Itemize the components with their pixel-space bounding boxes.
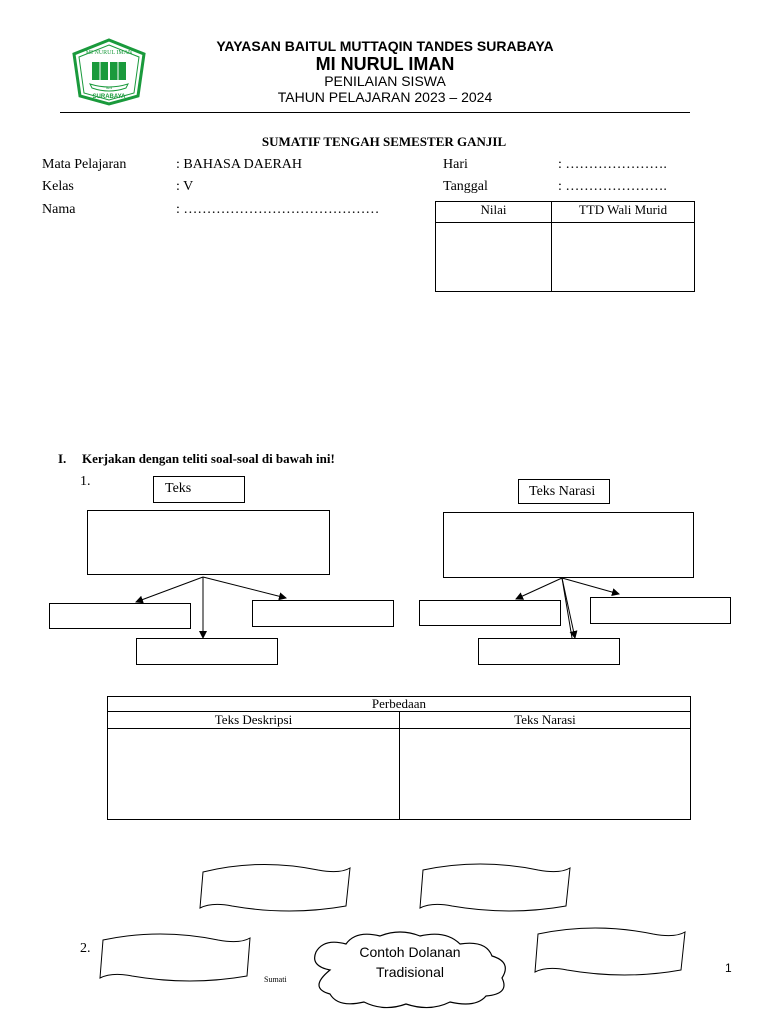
teks-definition-box[interactable] xyxy=(87,510,330,575)
section-numeral: I. xyxy=(58,451,67,466)
teks-label: Teks xyxy=(165,481,192,496)
teks-narasi-definition-box[interactable] xyxy=(443,512,694,578)
banner-3 xyxy=(99,933,251,982)
teks-branch-box-3[interactable] xyxy=(252,600,394,627)
class-value: : V xyxy=(176,179,194,194)
arrow-right-3 xyxy=(561,577,620,596)
arrow-left-1 xyxy=(135,576,204,604)
arrow-right-1 xyxy=(515,577,563,600)
school-name: MI NURUL IMAN xyxy=(315,54,455,74)
exam-title: SUMATIF TENGAH SEMESTER GANJIL xyxy=(261,134,507,149)
narasi-branch-box-3[interactable] xyxy=(590,597,731,624)
school-logo: MI NURUL IMAN Ismi SURABAYA xyxy=(70,38,148,106)
day-field[interactable]: : …………………. xyxy=(558,157,667,172)
cloud-shape xyxy=(314,931,506,1009)
cloud-line-1: Contoh Dolanan xyxy=(359,944,461,960)
banner-4 xyxy=(534,927,686,976)
narasi-answer-cell[interactable] xyxy=(399,728,691,820)
academic-year: TAHUN PELAJARAN 2023 – 2024 xyxy=(277,89,493,105)
question-2-number: 2. xyxy=(80,941,91,956)
col-teks-narasi: Teks Narasi xyxy=(399,711,691,729)
cloud-line-2: Tradisional xyxy=(376,964,444,980)
header-divider xyxy=(60,112,690,113)
header-subtitle: PENILAIAN SISWA xyxy=(324,73,446,89)
signature-header: TTD Wali Murid xyxy=(551,201,695,223)
subject-value: : BAHASA DAERAH xyxy=(176,157,303,172)
teks-narasi-box: Teks Narasi xyxy=(518,479,610,504)
date-field[interactable]: : …………………. xyxy=(558,179,667,194)
teks-branch-box-2[interactable] xyxy=(136,638,278,665)
teks-narasi-label: Teks Narasi xyxy=(529,484,596,499)
section-instruction: Kerjakan dengan teliti soal-soal di bawa… xyxy=(82,451,335,466)
teks-branch-box-1[interactable] xyxy=(49,603,191,629)
class-label: Kelas xyxy=(42,179,74,194)
signature-cell[interactable] xyxy=(551,222,695,292)
name-field[interactable]: : …………………………………… xyxy=(176,202,380,217)
arrow-right-2b xyxy=(561,577,573,639)
teks-box: Teks xyxy=(153,476,245,503)
banner-2 xyxy=(419,863,571,912)
narasi-branch-box-2[interactable] xyxy=(478,638,620,665)
banner-1 xyxy=(199,863,351,912)
footer-left-text: Sumati xyxy=(264,975,287,984)
difference-table: Perbedaan Teks Deskripsi Teks Narasi xyxy=(107,696,691,820)
foundation-name: YAYASAN BAITUL MUTTAQIN TANDES SURABAYA xyxy=(216,38,554,54)
logo-top-text: MI NURUL IMAN xyxy=(86,50,133,56)
narasi-branch-box-1[interactable] xyxy=(419,600,561,626)
arrow-left-3 xyxy=(202,576,287,601)
subject-label: Mata Pelajaran xyxy=(42,157,127,172)
logo-ribbon-text: Ismi xyxy=(106,86,113,90)
deskripsi-answer-cell[interactable] xyxy=(107,728,400,820)
question-1-number: 1. xyxy=(80,474,91,489)
day-label: Hari xyxy=(443,157,468,172)
score-table: Nilai TTD Wali Murid xyxy=(435,201,695,292)
page-number: 1 xyxy=(725,961,732,975)
score-cell[interactable] xyxy=(435,222,552,292)
date-label: Tanggal xyxy=(443,179,488,194)
logo-bottom-text: SURABAYA xyxy=(93,94,127,100)
name-label: Nama xyxy=(42,202,76,217)
